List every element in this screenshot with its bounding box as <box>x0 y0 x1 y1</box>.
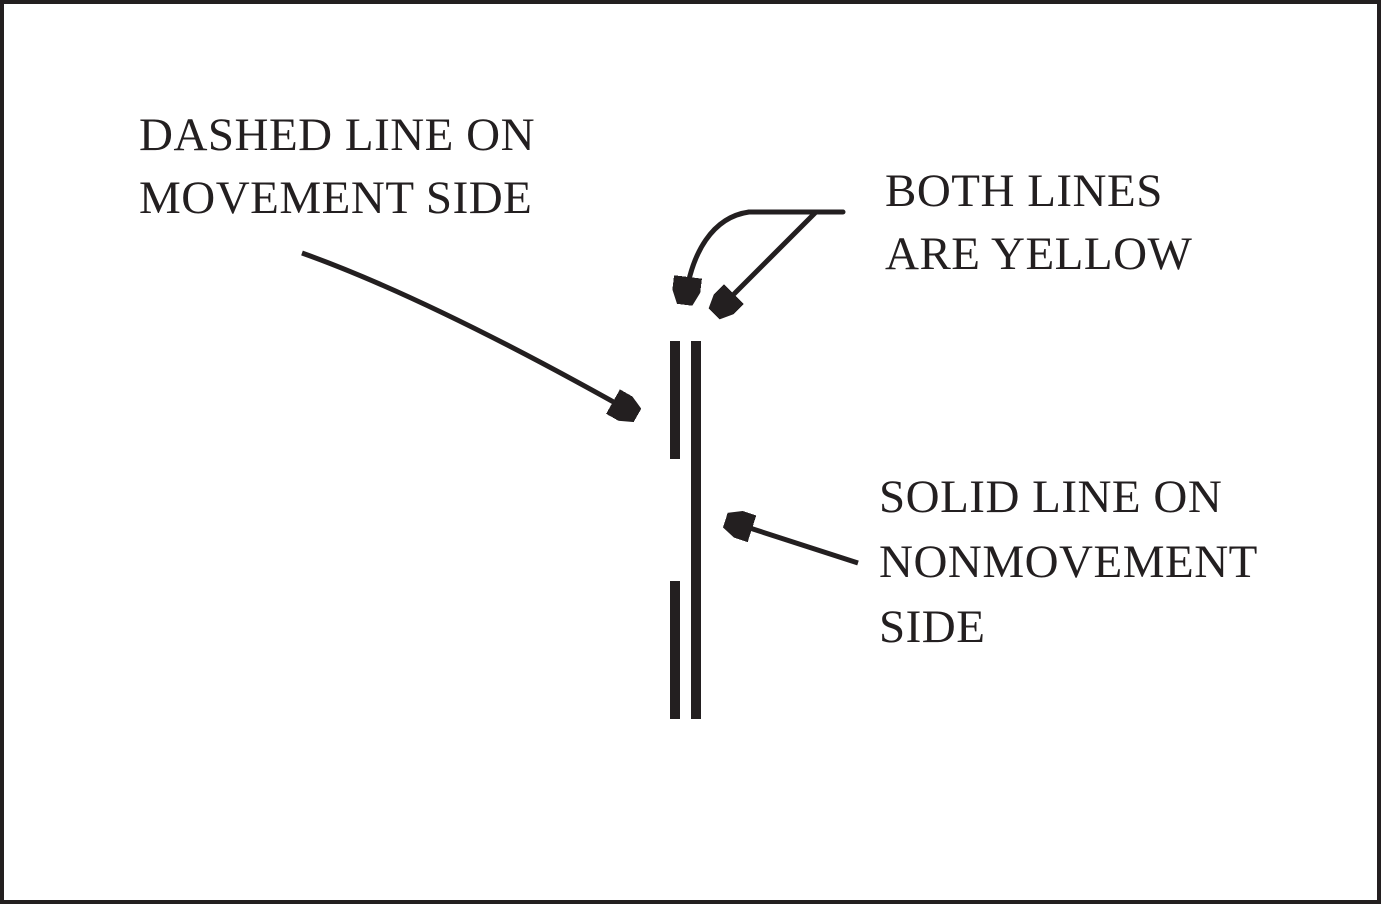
label-line: MOVEMENT SIDE <box>139 172 533 224</box>
label-both-lines-are-yellow: BOTH LINES ARE YELLOW <box>885 160 1192 286</box>
arrow-to-left-line-top <box>685 209 750 302</box>
label-line: ARE YELLOW <box>885 228 1193 280</box>
arrow-to-dashed-line <box>301 250 635 414</box>
dashed-line-segment-top <box>670 341 680 459</box>
label-solid-line-on-nonmovement-side: SOLID LINE ON NONMOVEMENT SIDE <box>879 465 1258 660</box>
label-dashed-line-on-movement-side: DASHED LINE ON MOVEMENT SIDE <box>139 104 535 230</box>
solid-line <box>691 341 701 719</box>
arrow-to-solid-line <box>728 521 859 566</box>
arrow-to-right-line-top <box>716 210 818 312</box>
label-line: SIDE <box>879 601 986 653</box>
label-line: BOTH LINES <box>885 165 1163 217</box>
dashed-line-segment-bottom <box>670 581 680 719</box>
label-line: DASHED LINE ON <box>139 109 536 161</box>
label-line: SOLID LINE ON <box>879 471 1223 523</box>
label-line: NONMOVEMENT <box>879 536 1258 588</box>
